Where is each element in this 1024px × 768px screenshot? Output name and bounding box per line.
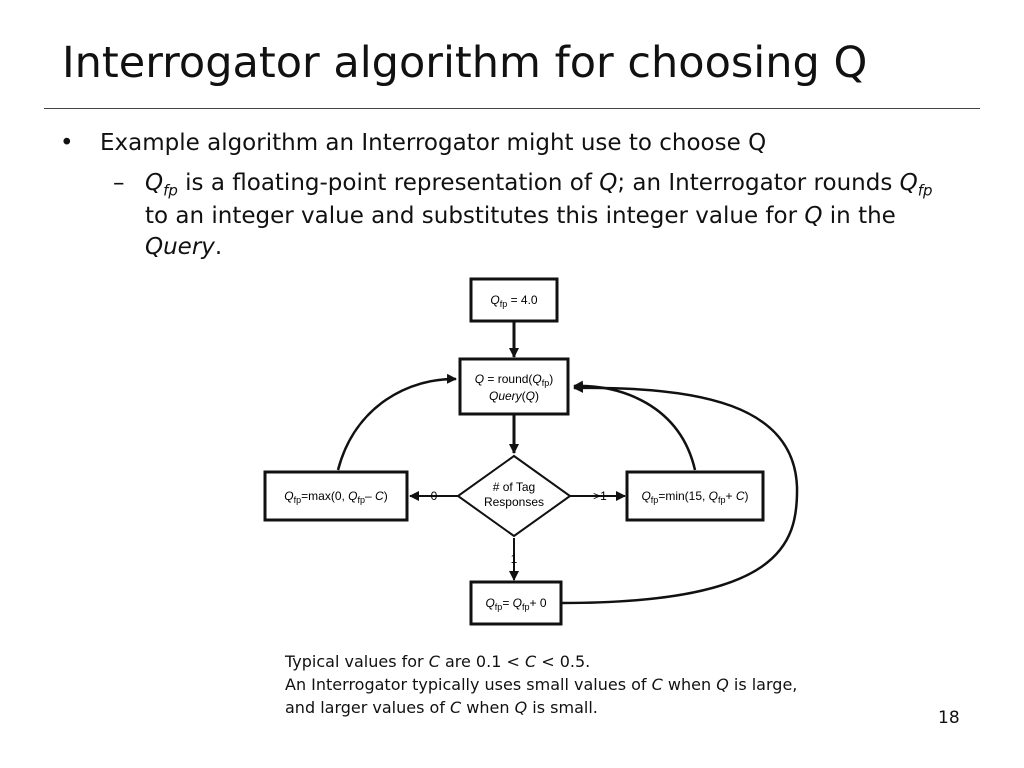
start-node [469,277,559,323]
text-part-5: . [214,233,223,260]
notes-line-2: An Interrogator typically uses small val… [285,675,798,695]
text-part-1: is a floating-point representation of [177,170,600,196]
round-query-node [458,357,570,416]
page-number: 18 [938,708,960,728]
bullet-marker: • [60,130,74,156]
text-part-4: in the [822,202,896,229]
var-fp: fp [163,181,178,200]
var-fp: fp [917,181,933,200]
var-q: Q [804,202,823,229]
sub-bullet-text: Qfp is a floating-point representation o… [145,168,933,263]
arrow-left-loop [336,373,457,471]
keep-q-node [469,580,563,626]
title-divider [44,108,980,109]
arrow-bottom-loop [561,382,799,605]
edge-label-one: 1 [511,552,518,566]
edge-label-gt-one: >1 [593,489,607,503]
keep-q-label: Qfp= Qfp+ 0 [485,596,546,612]
notes-line-1: Typical values for C are 0.1 < C < 0.5. [285,652,591,671]
start-node-label: Qfp = 4.0 [490,293,538,309]
var-q: Q [145,170,164,196]
decision-node [456,454,572,538]
text-part-3: to an integer value and substitutes this… [145,202,805,229]
bullet-item: • Example algorithm an Interrogator might… [60,128,766,159]
bullet-text: Example algorithm an Interrogator might … [100,130,767,156]
decrease-q-label: Qfp=max(0, Qfp– C) [284,489,387,505]
increase-q-label: Qfp=min(15, Qfp+ C) [641,489,748,505]
notes-block: Typical values for C are 0.1 < C < 0.5. … [285,650,797,720]
query-term: Query [145,233,215,260]
arrow-right-loop [573,380,697,471]
decision-line1: # of Tag [493,480,535,494]
text-part-2: ; an Interrogator rounds [617,170,900,196]
round-node-line1: Q = round(Qfp) [475,372,554,388]
slide-title: Interrogator algorithm for choosing Q [62,38,868,88]
sub-bullet-marker: – [113,170,125,196]
decision-line2: Responses [484,495,544,509]
notes-line-3: and larger values of C when Q is small. [285,698,598,718]
sub-bullet-item: – Qfp is a floating-point representation… [113,168,933,263]
var-q: Q [599,170,618,196]
decrease-q-node [263,470,409,522]
var-q: Q [899,170,918,196]
edge-label-zero: 0 [431,489,438,503]
increase-q-node [625,470,765,522]
round-node-line2: Query(Q) [489,389,539,403]
